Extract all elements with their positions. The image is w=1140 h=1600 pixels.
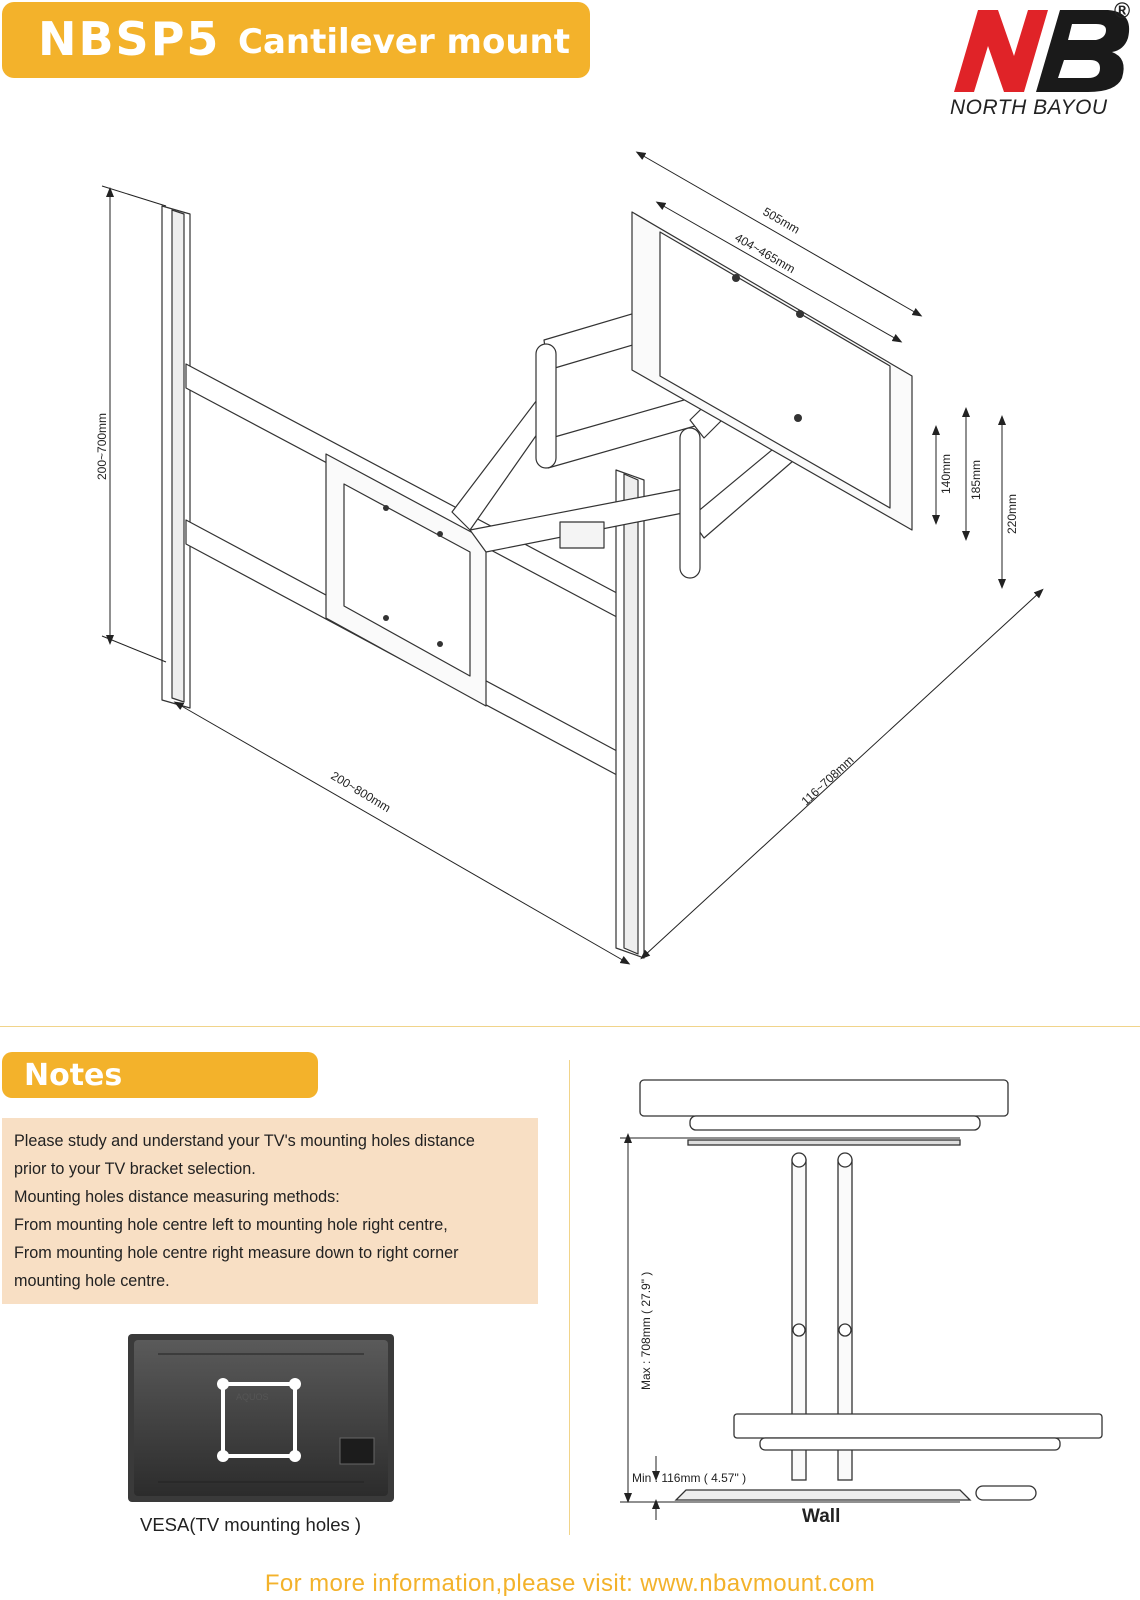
vesa-hole: [289, 1378, 301, 1390]
vesa-hole: [217, 1378, 229, 1390]
arm-logo-badge: [559, 521, 605, 549]
section-divider: [0, 1026, 1140, 1027]
model-number: NBSP5: [38, 12, 221, 66]
logo-b-shape: [1036, 10, 1130, 92]
footer-website-text: For more information,please visit: www.n…: [264, 1570, 876, 1597]
vesa-hole: [217, 1450, 229, 1462]
notes-line: From mounting hole centre right measure …: [14, 1244, 459, 1262]
mount-technical-drawing: 200~700mm 200~800mm 116~708mm 505mm 404~…: [95, 151, 1044, 965]
dim-arm-length-max: 505mm: [761, 204, 803, 236]
notes-box: Please study and understand your TV's mo…: [2, 1118, 538, 1304]
vesa-caption: VESA(TV mounting holes ): [140, 1514, 362, 1535]
notes-title: Notes: [24, 1058, 123, 1093]
notes-line: mounting hole centre.: [14, 1272, 170, 1290]
product-description: Cantilever mount: [238, 22, 570, 62]
column-divider: [569, 1060, 570, 1535]
tv-brand-label: AQUOS: [236, 1392, 269, 1402]
vesa-square: [221, 1382, 297, 1458]
dim-wall-plate-220: 220mm: [1005, 494, 1019, 534]
dim-plate-height: 200~700mm: [95, 413, 109, 480]
dim-side-min: Min : 116mm ( 4.57" ): [632, 1471, 746, 1485]
tv-retracted: [733, 1413, 1103, 1439]
notes-line: Mounting holes distance measuring method…: [14, 1188, 340, 1206]
wall-label: Wall: [802, 1506, 841, 1527]
title-banner: NBSP5 Cantilever mount: [2, 2, 590, 78]
dim-wall-plate-185: 185mm: [969, 460, 983, 500]
dim-arm-length-range: 404~465mm: [733, 230, 798, 276]
notes-line: From mounting hole centre left to mounti…: [14, 1216, 448, 1234]
notes-line: Please study and understand your TV's mo…: [14, 1132, 475, 1150]
logo-n-shape: [954, 10, 1048, 92]
dim-plate-width: 200~800mm: [328, 769, 393, 816]
wall-plate-side: [674, 1489, 972, 1501]
tv-rear-photo: AQUOS: [128, 1334, 394, 1502]
brand-text: NORTH BAYOU: [950, 96, 1108, 119]
pivot-left: [535, 343, 557, 469]
side-view-drawing: Max : 708mm ( 27.9" ) Min : 116mm ( 4.57…: [620, 1079, 1103, 1520]
tv-extended: [639, 1079, 1009, 1117]
vesa-hole: [289, 1450, 301, 1462]
dim-wall-plate-140: 140mm: [939, 454, 953, 494]
notes-line: prior to your TV bracket selection.: [14, 1160, 256, 1178]
notes-banner: Notes: [2, 1052, 318, 1098]
dim-extension: 116~708mm: [798, 753, 856, 808]
registered-mark: ®: [1114, 0, 1131, 23]
dim-side-max: Max : 708mm ( 27.9" ): [639, 1272, 653, 1390]
north-bayou-logo: [954, 10, 1130, 92]
pivot-right: [679, 427, 701, 579]
